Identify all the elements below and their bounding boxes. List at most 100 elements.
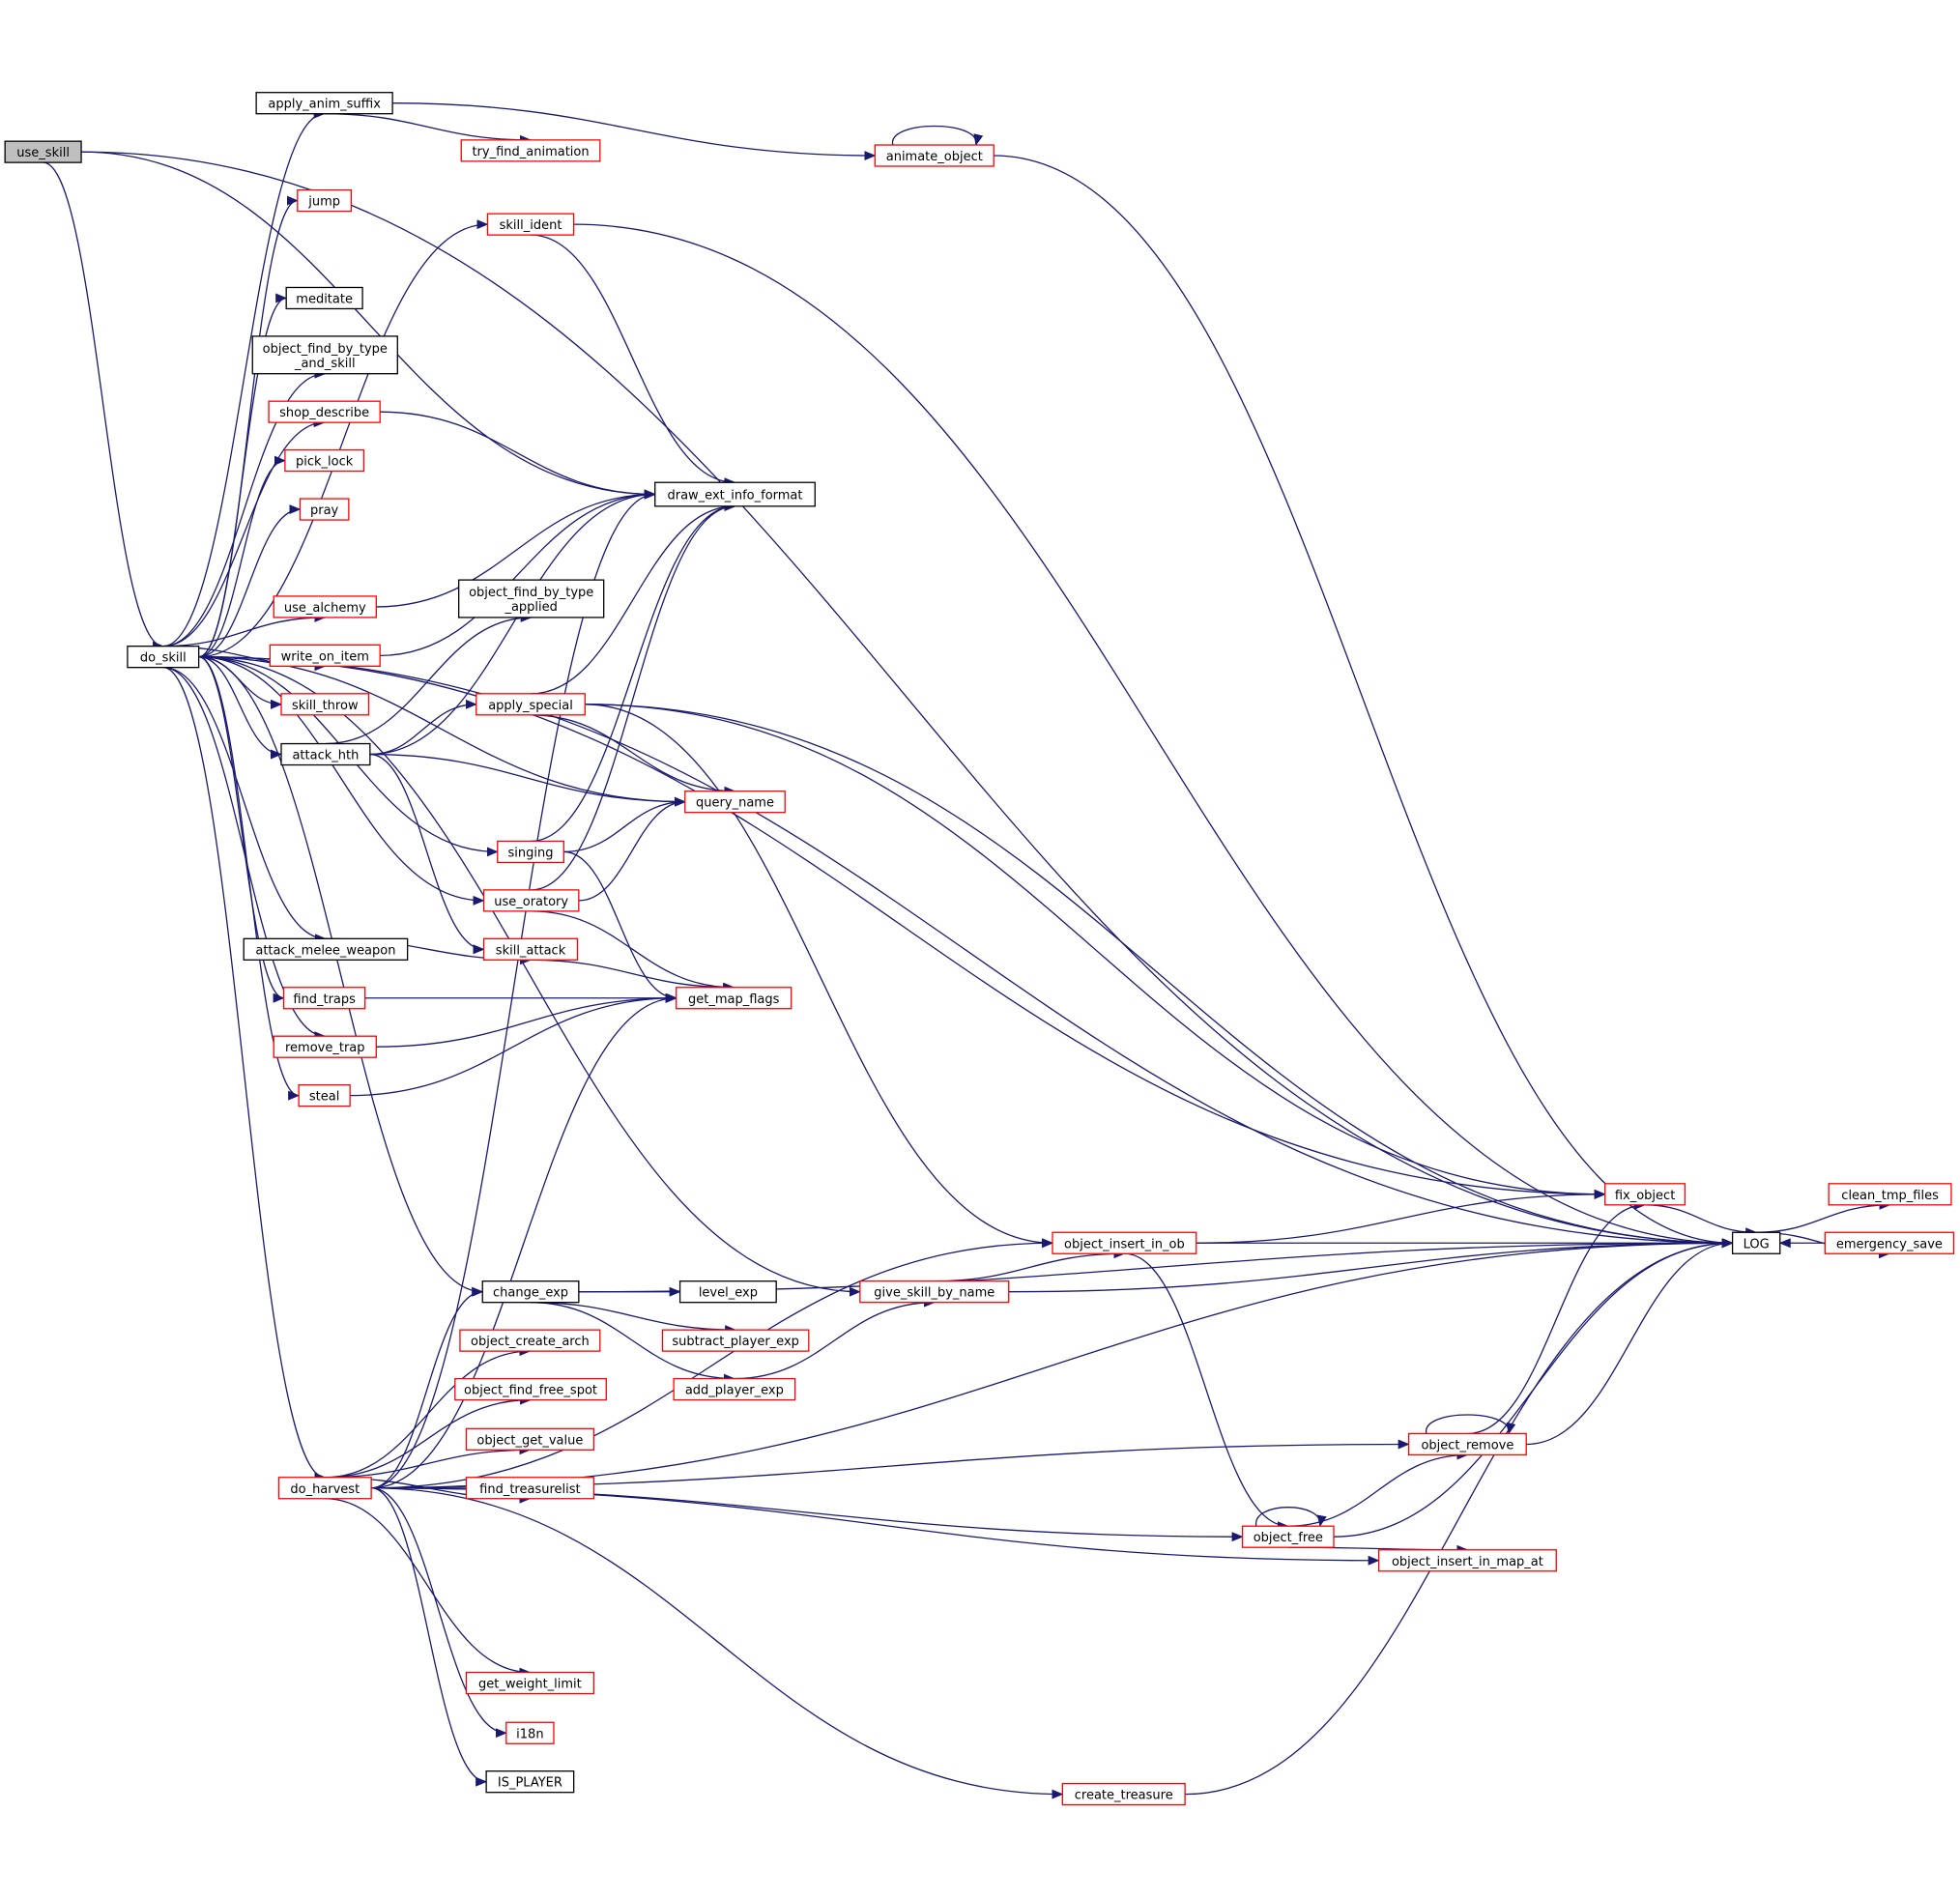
- node-label: find_traps: [293, 992, 356, 1007]
- edge-do_skill-to-pick_lock: [198, 455, 286, 658]
- node-create_treasure[interactable]: create_treasure: [1061, 1782, 1186, 1806]
- node-attack_hth[interactable]: attack_hth: [280, 742, 371, 766]
- edge-object_free-to-object_free: [1255, 1507, 1327, 1528]
- edge-do_skill-to-change_exp: [198, 656, 484, 1297]
- node-object_insert_in_map_at[interactable]: object_insert_in_map_at: [1377, 1549, 1557, 1572]
- node-use_alchemy[interactable]: use_alchemy: [273, 595, 377, 618]
- edge-skill_ident-to-LOG: [573, 223, 1734, 1249]
- node-give_skill_by_name[interactable]: give_skill_by_name: [859, 1280, 1010, 1304]
- node-clean_tmp_files[interactable]: clean_tmp_files: [1828, 1183, 1952, 1206]
- node-object_find_by_type_applied[interactable]: object_find_by_type_applied: [458, 579, 605, 618]
- node-label: subtract_player_exp: [672, 1335, 799, 1349]
- node-label: clean_tmp_files: [1841, 1189, 1939, 1203]
- node-use_oratory[interactable]: use_oratory: [482, 889, 580, 912]
- node-shop_describe[interactable]: shop_describe: [268, 400, 381, 423]
- node-skill_ident[interactable]: skill_ident: [486, 213, 575, 236]
- edge-do_skill-to-apply_anim_suffix: [162, 108, 326, 647]
- edge-do_skill-to-skill_ident: [198, 219, 489, 658]
- node-object_find_free_spot[interactable]: object_find_free_spot: [454, 1377, 607, 1401]
- node-use_skill[interactable]: use_skill: [4, 140, 82, 163]
- edge-do_skill-to-attack_melee_weapon: [162, 667, 327, 944]
- node-fix_object[interactable]: fix_object: [1604, 1183, 1686, 1206]
- node-pray[interactable]: pray: [299, 498, 350, 521]
- node-find_traps[interactable]: find_traps: [282, 987, 366, 1010]
- node-do_harvest[interactable]: do_harvest: [277, 1477, 372, 1500]
- node-box: [273, 595, 377, 618]
- node-object_insert_in_ob[interactable]: object_insert_in_ob: [1052, 1231, 1197, 1254]
- node-label: jump: [307, 195, 340, 210]
- node-label: apply_anim_suffix: [268, 98, 381, 112]
- node-box: [684, 791, 786, 814]
- node-animate_object[interactable]: animate_object: [874, 144, 994, 167]
- node-find_treasurelist[interactable]: find_treasurelist: [465, 1477, 594, 1500]
- node-get_map_flags[interactable]: get_map_flags: [676, 987, 793, 1010]
- node-jump[interactable]: jump: [297, 188, 353, 213]
- node-label: shop_describe: [279, 406, 369, 420]
- edge-attack_hth-to-skill_attack: [369, 753, 485, 955]
- edge-apply_special-to-fix_object: [585, 704, 1606, 1199]
- node-remove_trap[interactable]: remove_trap: [273, 1035, 377, 1058]
- node-object_get_value[interactable]: object_get_value: [465, 1427, 594, 1451]
- node-box: [465, 1671, 594, 1695]
- edge-LOG-to-clean_tmp_files: [1756, 1199, 1891, 1233]
- node-box: [1407, 1432, 1527, 1456]
- edge-do_harvest-to-i18n: [371, 1487, 507, 1739]
- edge-attack_hth-to-apply_special: [369, 699, 477, 756]
- edge-change_exp-to-add_player_exp: [531, 1302, 735, 1384]
- node-LOG[interactable]: LOG: [1731, 1231, 1781, 1254]
- node-pick_lock[interactable]: pick_lock: [284, 448, 365, 473]
- edge-object_remove-to-LOG: [1526, 1238, 1734, 1446]
- node-label: give_skill_by_name: [874, 1286, 994, 1301]
- node-box: [481, 1280, 580, 1304]
- node-meditate[interactable]: meditate: [285, 286, 363, 310]
- edge-apply_special-to-LOG: [585, 704, 1734, 1249]
- edges-layer: [43, 102, 1891, 1799]
- node-emergency_save[interactable]: emergency_save: [1824, 1231, 1955, 1254]
- edge-do_harvest-to-change_exp: [371, 1286, 484, 1489]
- node-add_player_exp[interactable]: add_player_exp: [673, 1377, 796, 1401]
- node-object_find_by_type_and_skill[interactable]: object_find_by_type_and_skill: [251, 335, 398, 375]
- node-change_exp[interactable]: change_exp: [481, 1280, 580, 1304]
- edge-use_skill-to-LOG: [81, 151, 1734, 1249]
- node-label: object_find_free_spot: [464, 1384, 597, 1398]
- node-box: [1052, 1231, 1197, 1254]
- node-i18n[interactable]: i18n: [505, 1721, 555, 1744]
- node-box: [299, 498, 350, 521]
- edge-do_skill-to-steal: [198, 656, 301, 1101]
- edge-do_harvest-to-object_create_arch: [325, 1346, 532, 1479]
- node-subtract_player_exp[interactable]: subtract_player_exp: [661, 1329, 810, 1352]
- node-draw_ext_info_format[interactable]: draw_ext_info_format: [654, 481, 816, 507]
- node-object_create_arch[interactable]: object_create_arch: [459, 1329, 601, 1352]
- node-label: pick_lock: [296, 455, 354, 470]
- node-level_exp[interactable]: level_exp: [678, 1280, 777, 1304]
- edge-write_on_item-to-draw_ext_info_format: [380, 489, 656, 657]
- node-do_skill[interactable]: do_skill: [127, 646, 200, 669]
- node-write_on_item[interactable]: write_on_item: [269, 644, 381, 668]
- node-attack_melee_weapon[interactable]: attack_melee_weapon: [243, 937, 409, 961]
- node-query_name[interactable]: query_name: [684, 791, 786, 814]
- node-box: [482, 937, 579, 961]
- node-skill_throw[interactable]: skill_throw: [280, 693, 370, 716]
- node-get_weight_limit[interactable]: get_weight_limit: [465, 1671, 594, 1695]
- node-skill_attack[interactable]: skill_attack: [482, 937, 579, 961]
- node-label: use_oratory: [494, 895, 568, 909]
- node-object_remove[interactable]: object_remove: [1407, 1432, 1527, 1456]
- node-box: [465, 1427, 594, 1451]
- node-label: find_treasurelist: [479, 1482, 580, 1497]
- edge-create_treasure-to-LOG: [1185, 1238, 1734, 1796]
- node-label: IS_PLAYER: [498, 1776, 562, 1791]
- node-box: [285, 286, 363, 310]
- node-label: object_create_arch: [471, 1335, 590, 1349]
- node-singing[interactable]: singing: [497, 840, 564, 864]
- node-object_free[interactable]: object_free: [1241, 1525, 1335, 1548]
- node-label: emergency_save: [1836, 1237, 1943, 1251]
- edge-remove_trap-to-get_map_flags: [376, 992, 677, 1048]
- node-IS_PLAYER[interactable]: IS_PLAYER: [485, 1770, 575, 1794]
- node-apply_anim_suffix[interactable]: apply_anim_suffix: [255, 92, 393, 115]
- node-box: [273, 1035, 377, 1058]
- node-box: [859, 1280, 1010, 1304]
- node-box: [268, 400, 381, 423]
- node-steal[interactable]: steal: [298, 1083, 351, 1107]
- node-try_find_animation[interactable]: try_find_animation: [460, 139, 601, 162]
- node-apply_special[interactable]: apply_special: [476, 693, 586, 716]
